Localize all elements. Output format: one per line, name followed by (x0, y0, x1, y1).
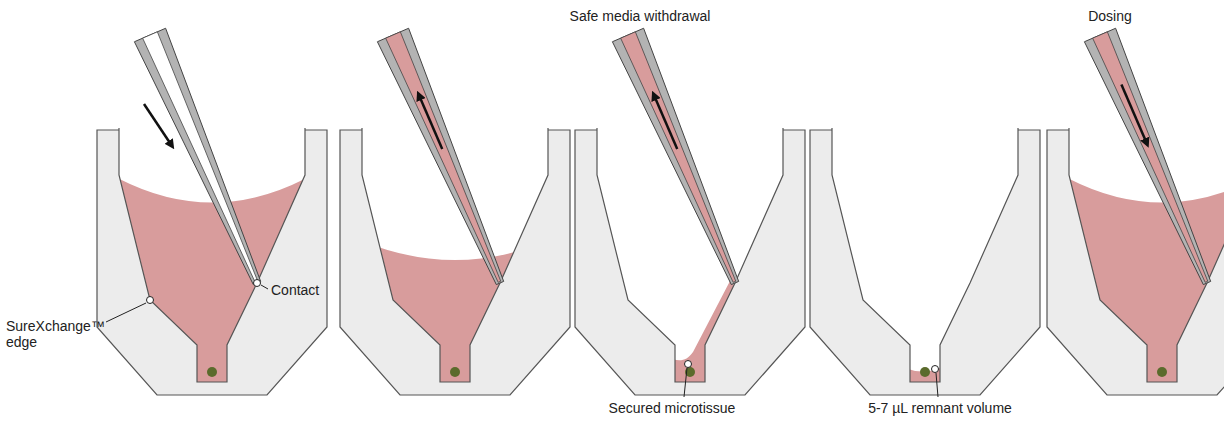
annotation-label: Contact (271, 282, 319, 298)
cavity-wall (832, 128, 1018, 382)
well (810, 128, 1040, 400)
annotation-label: Dosing (1088, 8, 1132, 24)
microtissue (207, 367, 217, 377)
leader-dot (932, 366, 939, 373)
culture-media (1062, 175, 1224, 400)
pipette-bore (143, 32, 258, 282)
well (97, 28, 327, 400)
pipette-tip (1084, 28, 1210, 284)
microtissue (920, 367, 930, 377)
leader-line (261, 285, 268, 289)
leader-dot (254, 280, 261, 287)
well-cavity (832, 128, 1018, 382)
culture-media (355, 238, 555, 400)
leader-line (936, 373, 938, 397)
well (575, 28, 805, 400)
insert-arrow (144, 104, 172, 146)
pipette-bore (621, 32, 736, 282)
flow-arrow (1121, 85, 1147, 145)
leader-line (684, 368, 687, 397)
culture-media (905, 366, 945, 400)
leader-line (106, 303, 146, 322)
annotation-label: SureXchange™ edge (6, 318, 105, 350)
pipette-tip (134, 28, 260, 284)
well (1047, 28, 1224, 400)
well (340, 28, 570, 400)
annotation-label: Secured microtissue (609, 400, 736, 416)
flow-arrow (419, 95, 443, 150)
microtissue (1157, 367, 1167, 377)
pipette-tip (377, 28, 503, 284)
pipette-bore (1093, 32, 1208, 282)
flow-arrow (654, 95, 678, 150)
microtissue (450, 367, 460, 377)
pipette-tip (612, 28, 738, 284)
leader-dot (685, 361, 692, 368)
annotation-label: 5-7 µL remnant volume (868, 400, 1012, 416)
annotation-label: Safe media withdrawal (570, 8, 711, 24)
pipette-bore (386, 32, 501, 282)
leader-dot (147, 297, 154, 304)
